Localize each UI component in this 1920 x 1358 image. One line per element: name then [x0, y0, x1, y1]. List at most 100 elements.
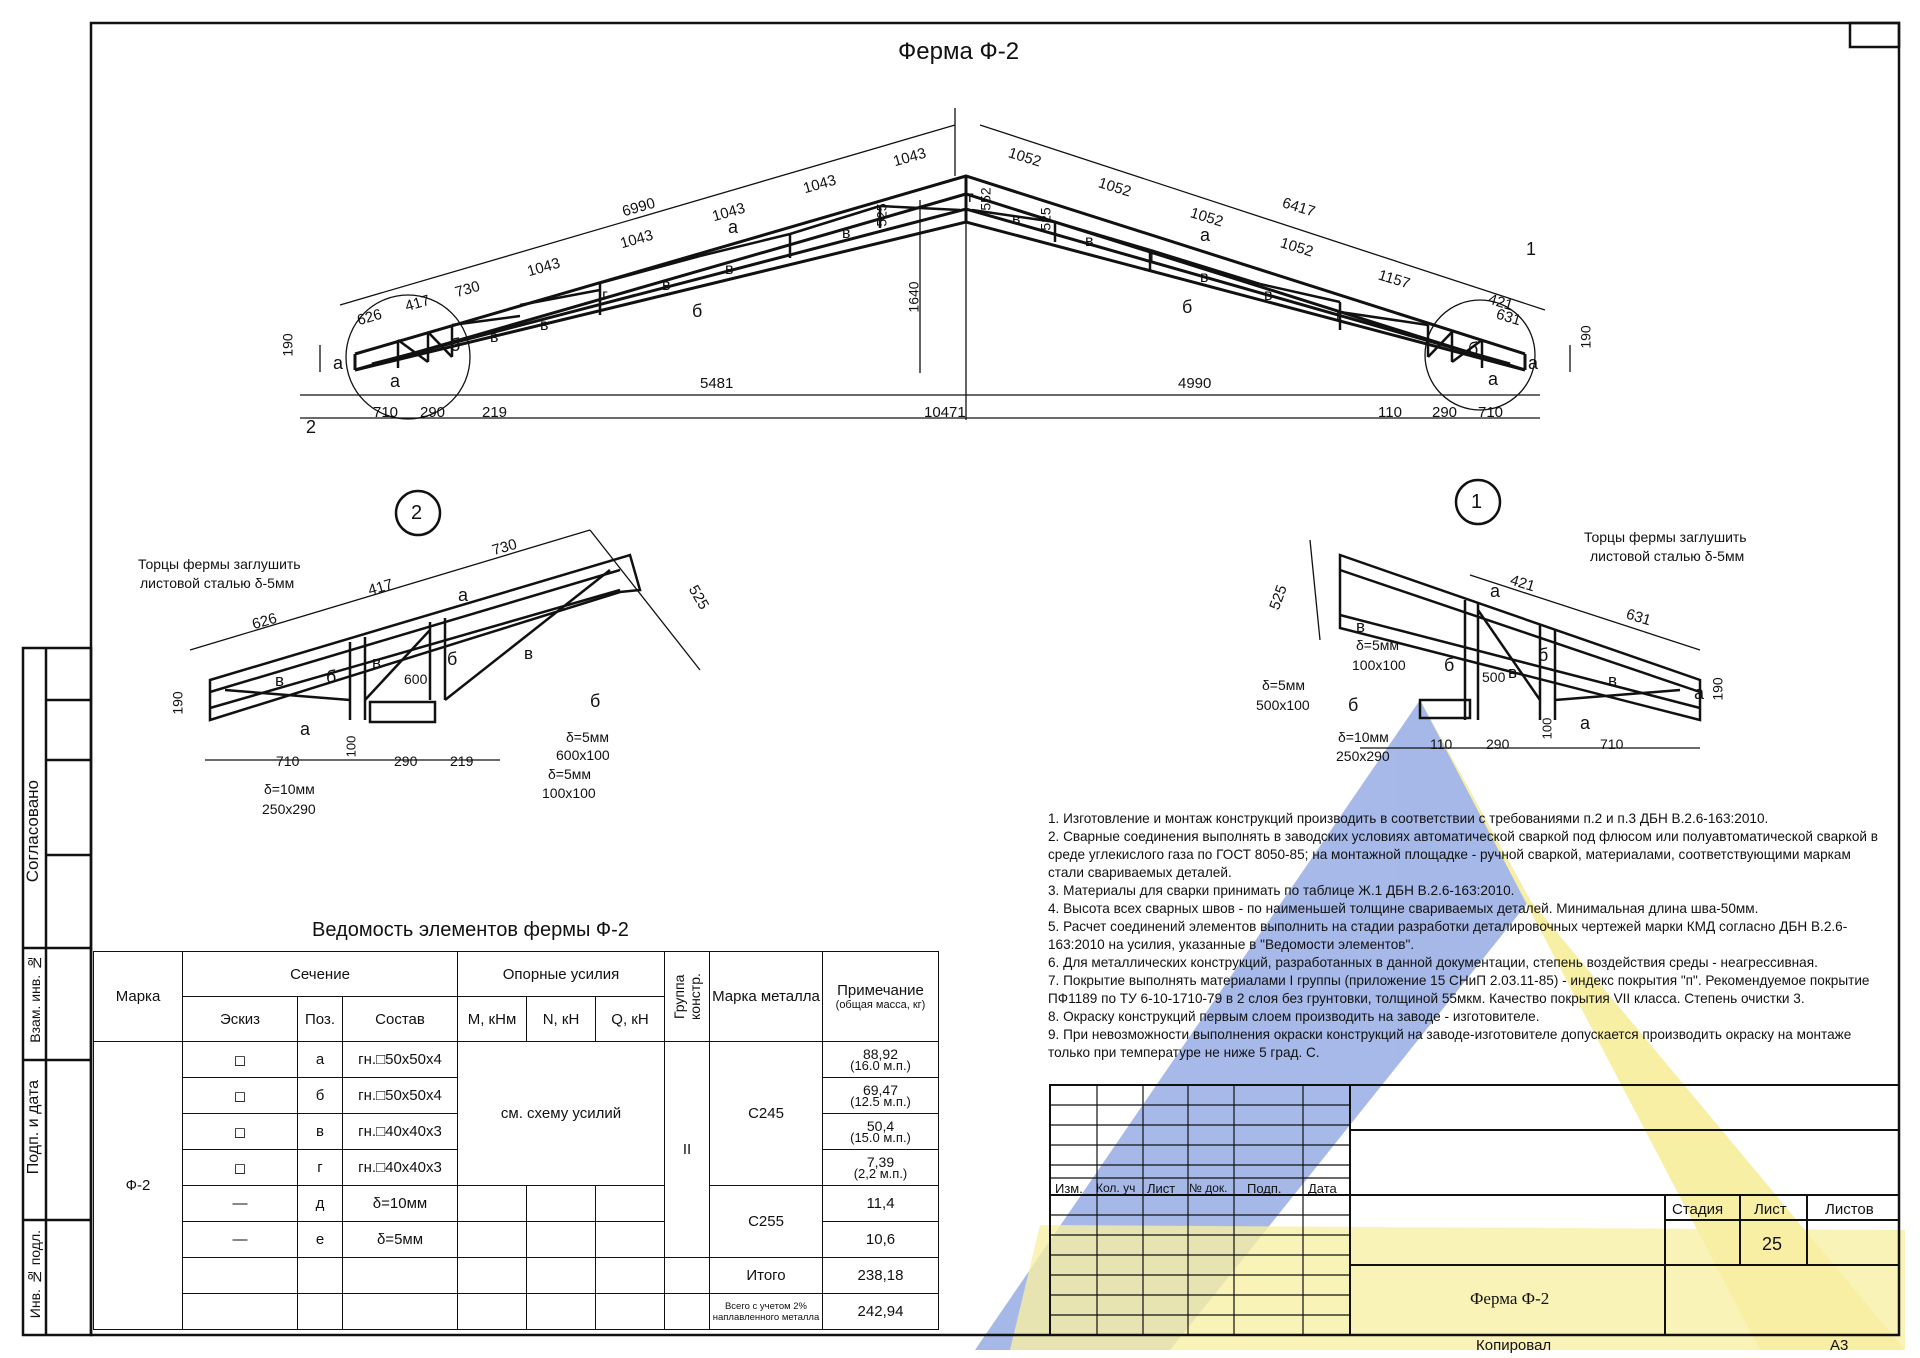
m-cell [457, 1185, 527, 1222]
stamp-list: Лист [1147, 1181, 1176, 1196]
detail-1-plate1-t: δ=5мм [1356, 637, 1400, 653]
detail-2-dim-290: 290 [394, 753, 418, 769]
q-cell [595, 1221, 665, 1258]
detail-1-letter-b: б [1444, 655, 1455, 675]
sostav-cell: гн.□40х40х3 [342, 1113, 458, 1150]
th-n: N, кН [526, 996, 596, 1042]
note-6: 6. Для металлических конструкций, разраб… [1048, 955, 1818, 970]
detail-2-dim-219: 219 [450, 753, 474, 769]
dim-190-right: 190 [1577, 325, 1594, 349]
detail-1-plate1-s: 100x100 [1352, 657, 1406, 673]
table-title: Ведомость элементов фермы Ф-2 [312, 919, 629, 941]
sketch-dash-icon: — [182, 1221, 298, 1258]
detail-2-letter-b3: б [590, 691, 601, 711]
sostav-cell: δ=10мм [342, 1185, 458, 1222]
vsego-value: 242,94 [822, 1293, 939, 1330]
note-4: 4. Высота всех сварных швов - по наимень… [1048, 901, 1759, 916]
dim-710-left: 710 [373, 404, 399, 421]
sostav-cell: гн.□50х50х4 [342, 1041, 458, 1078]
detail-2-note-line2: листовой сталью δ-5мм [140, 575, 295, 591]
dim-290-left: 290 [420, 404, 446, 421]
stamp-drawing-name: Ферма Ф-2 [1470, 1289, 1550, 1308]
detail-1-letter-v: в [1356, 617, 1366, 636]
note-5: 5. Расчет соединений элементов выполнить… [1048, 919, 1848, 952]
note-cell: 50,4(15.0 м.п.) [822, 1113, 939, 1150]
detail-2-letter-a2: а [300, 719, 311, 739]
table-row: ◻ в гн.□40х40х3 50,4(15.0 м.п.) [94, 1113, 939, 1150]
letter-v-8: в [1200, 269, 1209, 286]
detail-1-plate3-t: δ=10мм [1338, 729, 1389, 745]
general-notes: 1. Изготовление и монтаж конструкций про… [1048, 810, 1878, 1062]
th-prim: Примечание(общая масса, кг) [822, 951, 939, 1042]
letter-v-3: в [662, 277, 671, 294]
metall-c245: С245 [709, 1041, 823, 1186]
detail-2-dim-600: 600 [404, 671, 428, 687]
detail-1-dim-500: 500 [1482, 669, 1506, 685]
letter-v-6: в [1012, 211, 1021, 228]
detail-1-dim-190: 190 [1709, 677, 1726, 701]
detail-1-letter-v3: в [1608, 671, 1618, 690]
elements-table: Марка Сечение Опорные усилия Группа конс… [93, 951, 939, 1330]
letter-g-4: г [1150, 249, 1156, 266]
stamp-list-label: Лист [1754, 1201, 1787, 1218]
detail-2-label: 2 [411, 502, 423, 524]
table-row: Ф-2 ◻ а гн.□50х50х4 см. схему усилий II … [93, 1041, 939, 1330]
detail-2-letter-a: а [458, 585, 469, 605]
note-7: 7. Покрытие выполнять материалами I груп… [1048, 973, 1870, 1006]
sketch-dash-icon: — [182, 1185, 298, 1222]
stamp-kopiroval: Копировал [1476, 1337, 1552, 1354]
letter-b-3: б [1182, 297, 1193, 317]
letter-g-1: г [602, 287, 608, 304]
detail-2-dim-710: 710 [276, 753, 300, 769]
sketch-square-icon: ◻ [182, 1149, 298, 1186]
note-1: 1. Изготовление и монтаж конструкций про… [1048, 811, 1769, 826]
sketch-square-icon: ◻ [182, 1113, 298, 1150]
stamp-podp: Подп. [1247, 1181, 1282, 1196]
detail-1-label: 1 [1471, 491, 1483, 513]
detail-2-plate3-t: δ=5мм [548, 766, 592, 782]
detail-1-letter-a3: а [1694, 683, 1705, 703]
detail-1-note-line1: Торцы фермы заглушить [1584, 529, 1747, 545]
table-row: — е δ=5мм 10,6 [94, 1221, 939, 1258]
side-soglasovano: Согласовано [23, 780, 42, 883]
vsego-label: Всего с учетом 2% наплавленного металла [709, 1293, 823, 1330]
letter-b-1: б [450, 335, 461, 355]
letter-g-2: г [788, 239, 794, 256]
detail-2-letter-b: б [326, 667, 337, 687]
letter-b-4: б [1468, 339, 1479, 359]
dim-4990: 4990 [1178, 375, 1212, 392]
marka-cell: Ф-2 [93, 1041, 183, 1330]
detail-1-letter-v2: в [1508, 663, 1518, 682]
letter-v-7: в [1085, 233, 1094, 250]
detail-2-letter-v: в [275, 671, 285, 690]
poz-cell: в [297, 1113, 343, 1150]
dim-1640: 1640 [905, 281, 922, 313]
note-cell: 69,47(12.5 м.п.) [822, 1077, 939, 1114]
callout-2: 2 [306, 417, 317, 437]
detail-2-letter-b2: б [447, 649, 458, 669]
side-podp-data: Подп. и дата [25, 1080, 42, 1175]
q-cell [595, 1185, 665, 1222]
poz-cell: б [297, 1077, 343, 1114]
n-cell [526, 1221, 596, 1258]
stamp-izm: Изм. [1055, 1181, 1083, 1196]
detail-1-dim-110: 110 [1430, 736, 1453, 752]
detail-1-letter-b3: б [1348, 695, 1359, 715]
note-9: 9. При невозможности выполнения окраски … [1048, 1027, 1852, 1060]
detail-2-dim-190: 190 [169, 691, 186, 715]
dim-219: 219 [482, 404, 508, 421]
stamp-stadiya: Стадия [1672, 1201, 1724, 1218]
note-cell: 88,92(16.0 м.п.) [822, 1041, 939, 1078]
letter-a-1: а [333, 353, 344, 373]
th-poz: Поз. [297, 996, 343, 1042]
n-cell [526, 1185, 596, 1222]
poz-cell: е [297, 1221, 343, 1258]
poz-cell: г [297, 1149, 343, 1186]
dim-5481: 5481 [700, 375, 734, 392]
letter-g-3: г [968, 189, 974, 206]
detail-1-note-line2: листовой сталью δ-5мм [1590, 548, 1745, 564]
dim-10471: 10471 [924, 404, 966, 421]
note-2: 2. Сварные соединения выполнять в заводс… [1048, 829, 1878, 880]
stamp-listov: Листов [1825, 1201, 1874, 1218]
dim-290-right: 290 [1432, 404, 1458, 421]
